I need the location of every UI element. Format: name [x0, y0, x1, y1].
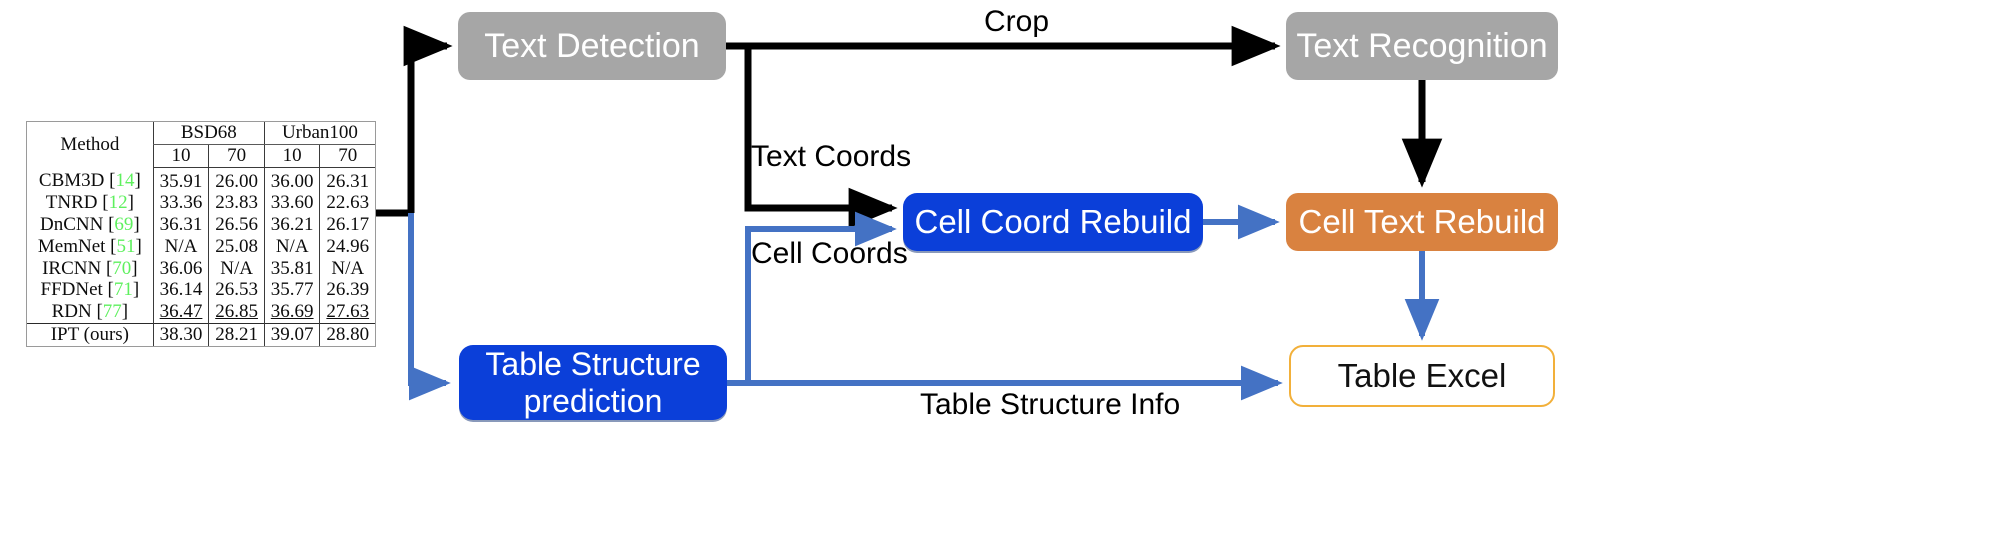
cell-method: IRCNN [70] [42, 257, 138, 279]
cell-method: CBM3D [14] [38, 170, 141, 192]
citation-ref: 69 [114, 214, 134, 235]
cell-value: 26.31 [319, 167, 375, 193]
cell-value: 33.60 [263, 192, 320, 214]
cell-value: 26.17 [319, 214, 375, 236]
node-text-detection-label: Text Detection [484, 26, 700, 65]
cell-value: 36.31 [152, 214, 209, 236]
table-header-row-2: 10 70 10 70 [27, 144, 375, 168]
cell-method: IPT (ours) [27, 322, 154, 346]
cell-value: 36.00 [263, 167, 320, 193]
cell-value: N/A [263, 235, 320, 258]
subheader-urban100-10: 10 [263, 144, 320, 168]
node-table-excel-label: Table Excel [1337, 357, 1507, 394]
cell-value: 33.36 [152, 192, 209, 214]
citation-ref: 70 [112, 257, 132, 279]
cell-value: 36.21 [263, 214, 320, 236]
cell-value: 23.83 [208, 192, 265, 214]
cell-value: 26.85 [208, 301, 265, 324]
edge-table-to-split [374, 25, 453, 217]
cell-value: N/A [319, 257, 375, 280]
edge-label-text-coords: Text Coords [751, 140, 912, 173]
edge-label-cell-coords: Cell Coords [751, 237, 908, 270]
cell-value: 36.47 [152, 301, 209, 324]
cell-value: 35.77 [263, 279, 320, 301]
cell-value: 26.56 [208, 214, 265, 236]
edge-text-coords [744, 46, 898, 229]
node-cell-coord-rebuild[interactable]: Cell Coord Rebuild [903, 193, 1203, 251]
cell-value: 28.21 [208, 322, 265, 346]
cell-value: 26.53 [208, 279, 265, 301]
cell-value: 25.08 [208, 235, 265, 258]
subheader-bsd68-70: 70 [208, 144, 265, 168]
cell-value: 27.63 [319, 301, 375, 324]
citation-ref: 77 [102, 301, 122, 322]
node-cell-coord-rebuild-label: Cell Coord Rebuild [914, 203, 1192, 240]
citation-ref: 12 [108, 192, 128, 214]
cell-value: 38.30 [152, 322, 209, 346]
cell-value: 39.07 [263, 322, 320, 346]
node-cell-text-rebuild-label: Cell Text Rebuild [1298, 203, 1546, 240]
header-urban100: Urban100 [263, 122, 375, 145]
cell-value: 28.80 [319, 322, 375, 346]
node-cell-text-rebuild[interactable]: Cell Text Rebuild [1286, 193, 1558, 251]
cell-method: TNRD [12] [45, 192, 134, 214]
subheader-bsd68-10: 10 [152, 144, 209, 168]
cell-value: 36.14 [152, 279, 209, 301]
node-text-recognition-label: Text Recognition [1296, 26, 1548, 65]
citation-ref: 71 [113, 279, 133, 301]
cell-value: 36.06 [152, 257, 209, 280]
edge-label-table-structure-info: Table Structure Info [920, 388, 1181, 421]
subheader-urban100-70: 70 [319, 144, 375, 168]
header-method: Method [60, 133, 120, 155]
cell-value: 35.81 [263, 257, 320, 280]
cell-value: 36.69 [263, 301, 320, 324]
citation-ref: 51 [116, 235, 136, 257]
cell-method: DnCNN [69] [39, 214, 140, 235]
cell-value: N/A [208, 257, 265, 280]
edge-label-crop: Crop [984, 5, 1050, 38]
node-table-structure-line1: Table Structure [485, 346, 701, 383]
table-header-row-1: Method BSD68 Urban100 [27, 122, 375, 154]
node-text-recognition[interactable]: Text Recognition [1286, 12, 1558, 80]
cell-value: 24.96 [319, 235, 375, 258]
node-text-detection[interactable]: Text Detection [458, 12, 726, 80]
cell-method: RDN [77] [51, 301, 129, 322]
cell-method: FFDNet [71] [40, 279, 140, 301]
cell-method: MemNet [51] [37, 235, 142, 257]
paper-table-figure: Method BSD68 Urban100 10 70 10 70 CBM3D … [26, 121, 376, 347]
cell-value: N/A [152, 235, 209, 258]
header-bsd68: BSD68 [152, 122, 265, 145]
citation-ref: 14 [115, 170, 135, 192]
cell-value: 35.91 [152, 167, 209, 193]
cell-value: 22.63 [319, 192, 375, 214]
node-table-structure-line2: prediction [523, 382, 663, 419]
node-table-excel[interactable]: Table Excel [1289, 345, 1555, 407]
cell-value: 26.39 [319, 279, 375, 301]
edge-table-to-structure [408, 213, 451, 401]
cell-value: 26.00 [208, 167, 265, 193]
result-table: Method BSD68 Urban100 10 70 10 70 CBM3D … [27, 122, 375, 346]
